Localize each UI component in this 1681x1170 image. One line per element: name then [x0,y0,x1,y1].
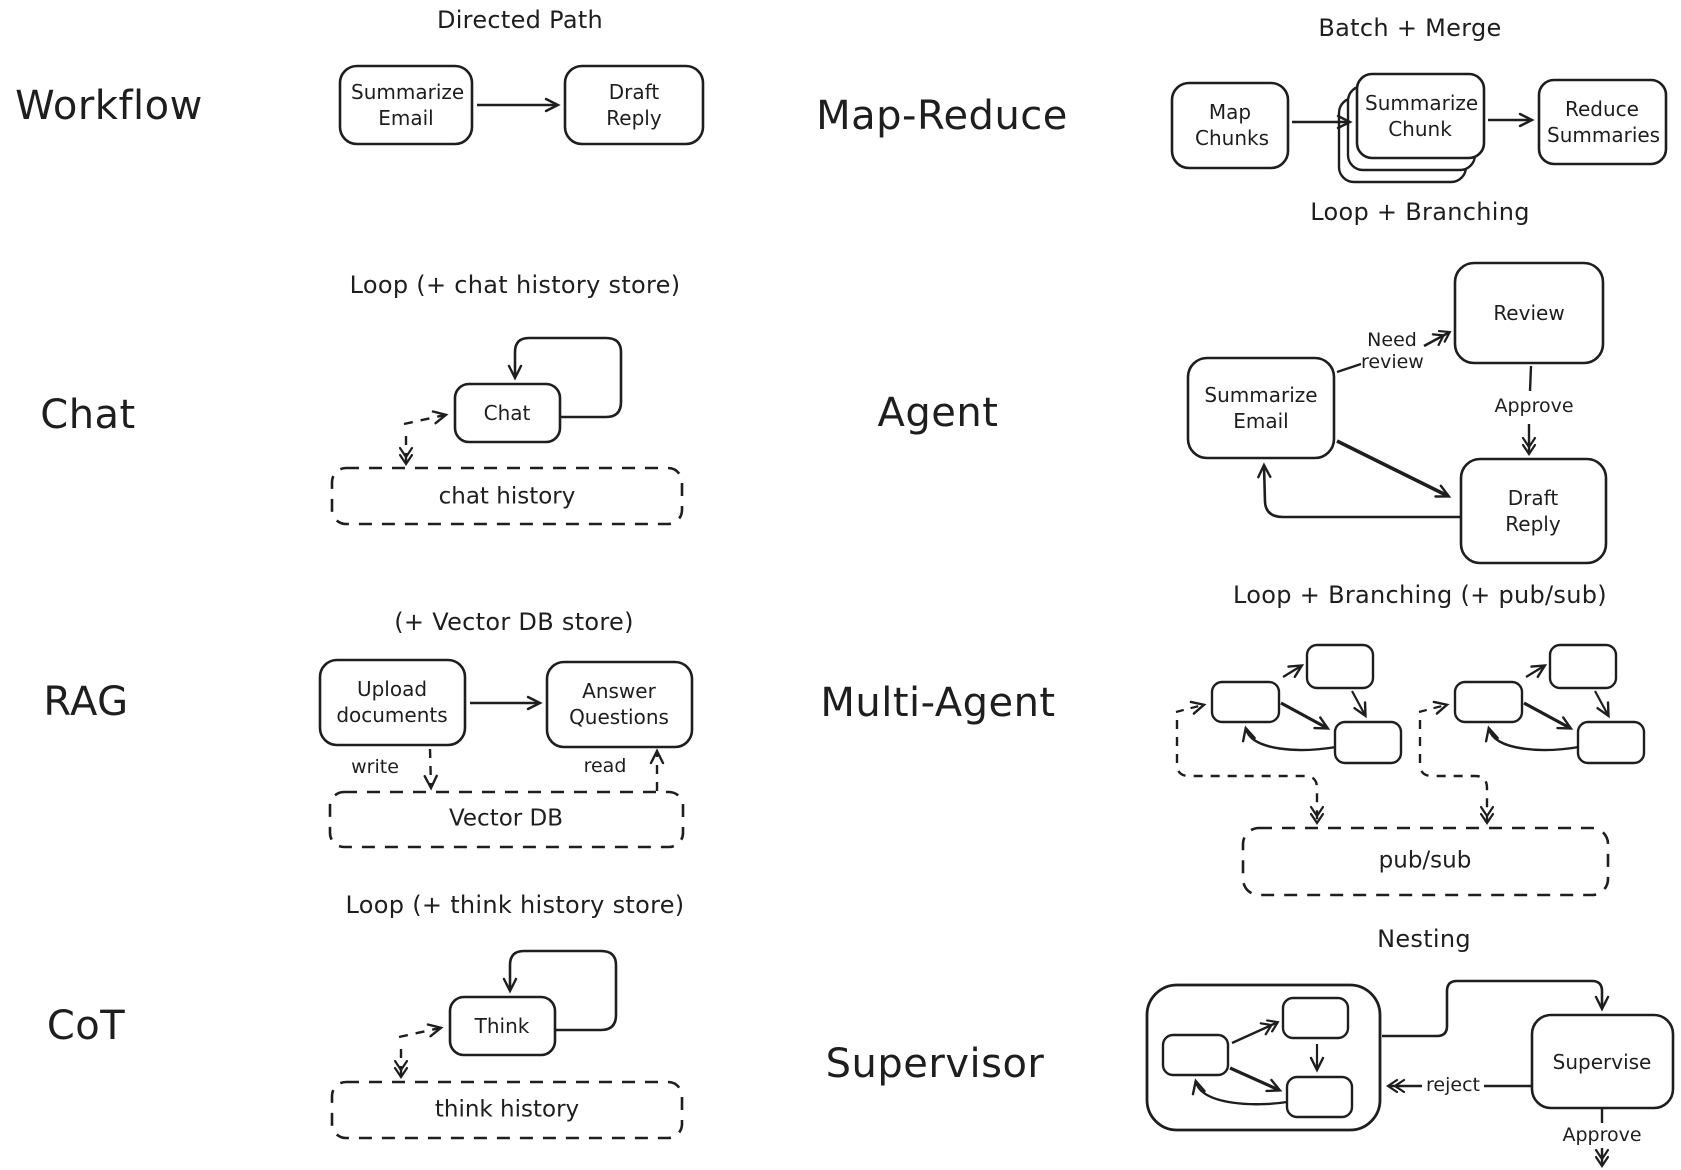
multiagent1-top-bottom-arrow [1351,690,1367,719]
agent-review-label: Review [1493,301,1565,325]
multiagent-pubsub-box [1241,826,1610,897]
multiagent1-bottom-box [1333,720,1403,765]
agent-summarize-email-label: Summarize Email [1204,383,1318,433]
multiagent1-pubsub-arrow [1175,720,1325,825]
cot-think-history-store-box [330,1080,684,1140]
workflow-summarize-email-label: Summarize Email [351,80,465,130]
supervisor-inner-loop-back-arrow [1191,1078,1288,1106]
agent-diagram-title: Loop + Branching [1310,198,1530,226]
supervisor-inner-left-bottom-arrow [1229,1066,1283,1093]
agent-section-label: Agent [877,390,999,436]
multiagent2-bottom-box [1576,720,1646,765]
map-chunks-label: Map Chunks [1195,100,1269,150]
map-reduce-section-label: Map-Reduce [816,93,1068,139]
rag-read-edge-label: read [583,755,627,778]
rag-answer-questions-box [545,660,694,749]
multiagent2-top-box [1548,643,1618,690]
supervisor-inner-left-top-arrow [1231,1019,1280,1045]
chat-store-in-arrow [403,410,449,426]
workflow-draft-reply-label: Draft Reply [606,80,662,130]
rag-vector-db-box [328,790,685,849]
cot-think-history-label: think history [434,1096,580,1123]
cot-self-loop-arrow [502,949,618,1032]
agent-approve-edge-label: Approve [1494,395,1574,418]
multiagent1-left-bottom-arrow [1280,701,1331,730]
summarize-chunk-label: Summarize Chunk [1365,91,1479,141]
agent-summarize-email-box [1186,356,1336,460]
agent-need-review-arrow [1423,329,1452,348]
multiagent1-store-in-arrow [1175,700,1207,715]
rag-answer-questions-label: Answer Questions [569,679,669,729]
agent-draft-reply-label: Draft Reply [1505,486,1561,536]
supervisor-supervise-label: Supervise [1552,1050,1652,1074]
rag-write-arrow [423,748,438,791]
multiagent2-loop-back-arrow [1484,725,1580,752]
rag-section-label: RAG [43,679,129,725]
agent-loop-back-arrow [1257,462,1461,519]
multiagent2-store-in-arrow [1418,700,1450,715]
cot-think-box [448,995,557,1057]
rag-diagram-title: (+ Vector DB store) [394,608,634,636]
cot-section-label: CoT [46,1003,126,1049]
reduce-summaries-label: Reduce Summaries [1547,97,1661,147]
cot-store-in-arrow [398,1023,444,1039]
supervisor-section-label: Supervisor [825,1041,1045,1087]
mapreduce-map-chunks-box [1170,81,1290,170]
multiagent2-left-top-arrow [1525,664,1548,679]
supervisor-reject-edge-label: reject [1422,1074,1484,1097]
multi-agent-section-label: Multi-Agent [820,680,1056,726]
multiagent2-left-box [1453,680,1524,724]
cot-think-label: Think [474,1014,530,1038]
rag-write-edge-label: write [351,756,399,779]
multiagent2-top-bottom-arrow [1594,690,1610,719]
workflow-section-label: Workflow [15,83,203,129]
workflow-summarize-email-box [338,64,474,146]
supervisor-nesting-connector-arrow [1382,979,1610,1038]
agent-draft-reply-box [1459,457,1608,565]
agent-need-review-edge-label: Need review [1361,329,1424,373]
agent-draft-arrow [1336,439,1452,498]
chat-history-label: chat history [438,483,576,510]
multiagent1-left-top-arrow [1282,664,1305,679]
rag-vector-db-label: Vector DB [448,805,564,832]
multi-agent-diagram-title: Loop + Branching (+ pub/sub) [1233,581,1607,609]
multiagent1-left-box [1210,680,1281,724]
chat-section-label: Chat [40,392,136,438]
supervisor-inner-top-box [1281,996,1350,1040]
rag-upload-documents-box [318,658,467,747]
agent-review-box [1453,261,1605,365]
multiagent2-left-bottom-arrow [1523,701,1574,730]
workflow-diagram-title: Directed Path [436,6,604,34]
workflow-draft-reply-box [563,64,705,146]
agent-approve-line [1528,365,1533,392]
supervisor-approve-edge-label: Approve [1562,1124,1642,1147]
agent-need-review-tick [1336,362,1362,374]
chat-self-loop-arrow [507,336,623,419]
cot-diagram-title: Loop (+ think history store) [345,891,685,919]
supervisor-inner-bottom-box [1285,1075,1354,1119]
map-reduce-diagram-title: Batch + Merge [1318,14,1502,42]
multi-agent-pubsub-label: pub/sub [1378,847,1472,874]
mapreduce-summarize-chunk-box [1355,72,1486,160]
mapreduce-reduce-summaries-box [1537,78,1668,166]
multiagent1-top-box [1305,643,1375,690]
chat-node-label: Chat [483,401,531,425]
multiagent2-pubsub-arrow [1418,720,1495,825]
rag-upload-documents-label: Upload documents [336,677,448,727]
chat-box [453,382,562,444]
multiagent1-loop-back-arrow [1241,725,1337,752]
chat-diagram-title: Loop (+ chat history store) [349,271,681,299]
supervisor-inner-left-box [1161,1033,1230,1077]
supervisor-diagram-title: Nesting [1377,925,1471,953]
chat-history-store-box [330,466,684,526]
